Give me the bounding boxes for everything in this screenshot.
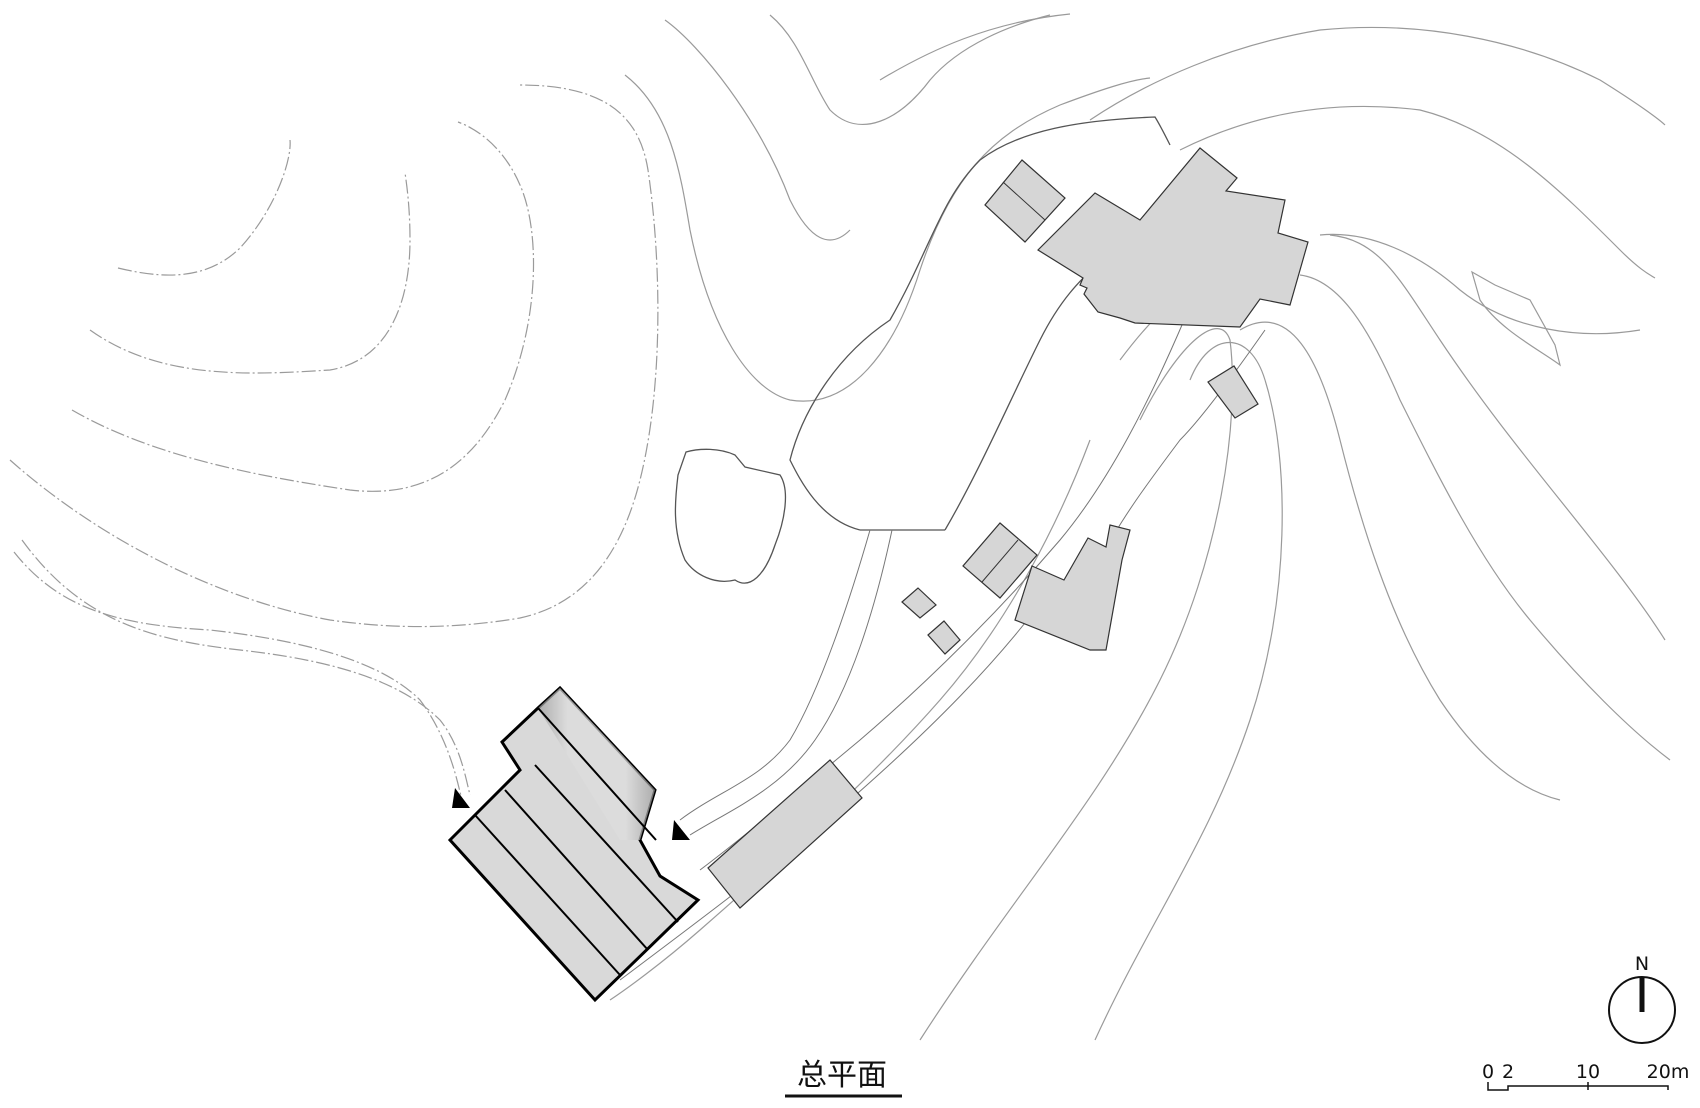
road-edge — [679, 529, 871, 821]
north-arrow: N — [1608, 953, 1676, 1044]
scale-label-2: 2 — [1502, 1061, 1514, 1083]
new-building-roof-line — [474, 814, 621, 976]
existing-buildings — [707, 147, 1309, 909]
contour-line — [1089, 26, 1666, 126]
contour-line — [117, 139, 291, 276]
drawing-title: 总平面 — [797, 1058, 887, 1093]
contour-line — [21, 539, 471, 796]
contour-line — [1471, 270, 1561, 367]
contour-line — [71, 121, 535, 492]
road-edge — [789, 116, 1171, 531]
contour-line — [1239, 321, 1561, 801]
contour-line — [609, 439, 1091, 1001]
new-building-roof-line — [534, 764, 679, 923]
new-building — [447, 685, 701, 1003]
contour-line — [89, 171, 411, 374]
new-building-roof-line — [537, 707, 657, 841]
existing-building-small — [927, 620, 961, 655]
new-building-roof-shade — [538, 688, 655, 840]
entrance-arrow-east — [672, 820, 690, 840]
new-building-outline — [447, 685, 701, 1003]
entrance-arrow-west — [452, 788, 470, 808]
contour-line — [1319, 233, 1641, 335]
road-edge — [689, 529, 893, 836]
contour-lines — [9, 13, 1671, 1041]
contour-line — [879, 13, 1071, 81]
scale-label-10: 10 — [1576, 1061, 1600, 1083]
contour-line — [1179, 105, 1656, 279]
existing-building — [984, 159, 1066, 243]
contour-line — [769, 14, 1051, 126]
contour-line — [13, 551, 463, 801]
contour-line — [1094, 342, 1283, 1041]
existing-building — [1207, 365, 1259, 419]
pond — [674, 448, 787, 584]
contour-line — [664, 19, 851, 241]
contour-line — [919, 328, 1234, 1041]
existing-building-small — [901, 587, 937, 619]
contour-line — [1299, 274, 1671, 761]
road-edge — [944, 261, 1101, 531]
scale-bar-line — [1487, 1082, 1669, 1091]
contour-line — [1329, 234, 1666, 641]
existing-building-ridge — [981, 539, 1019, 583]
scale-label-20m: 20m — [1647, 1061, 1690, 1083]
road-edge — [1099, 329, 1266, 561]
new-building-roof-line — [504, 789, 649, 951]
existing-building — [1014, 524, 1131, 651]
scale-label-0: 0 — [1482, 1061, 1494, 1083]
north-label: N — [1635, 953, 1649, 975]
scale-bar: 0 2 10 20m — [1482, 1061, 1690, 1091]
contour-line — [9, 84, 659, 628]
contour-line — [624, 74, 1151, 402]
existing-building-main — [1037, 147, 1309, 328]
existing-building-ridge — [1002, 181, 1046, 221]
existing-building-long — [707, 759, 863, 909]
